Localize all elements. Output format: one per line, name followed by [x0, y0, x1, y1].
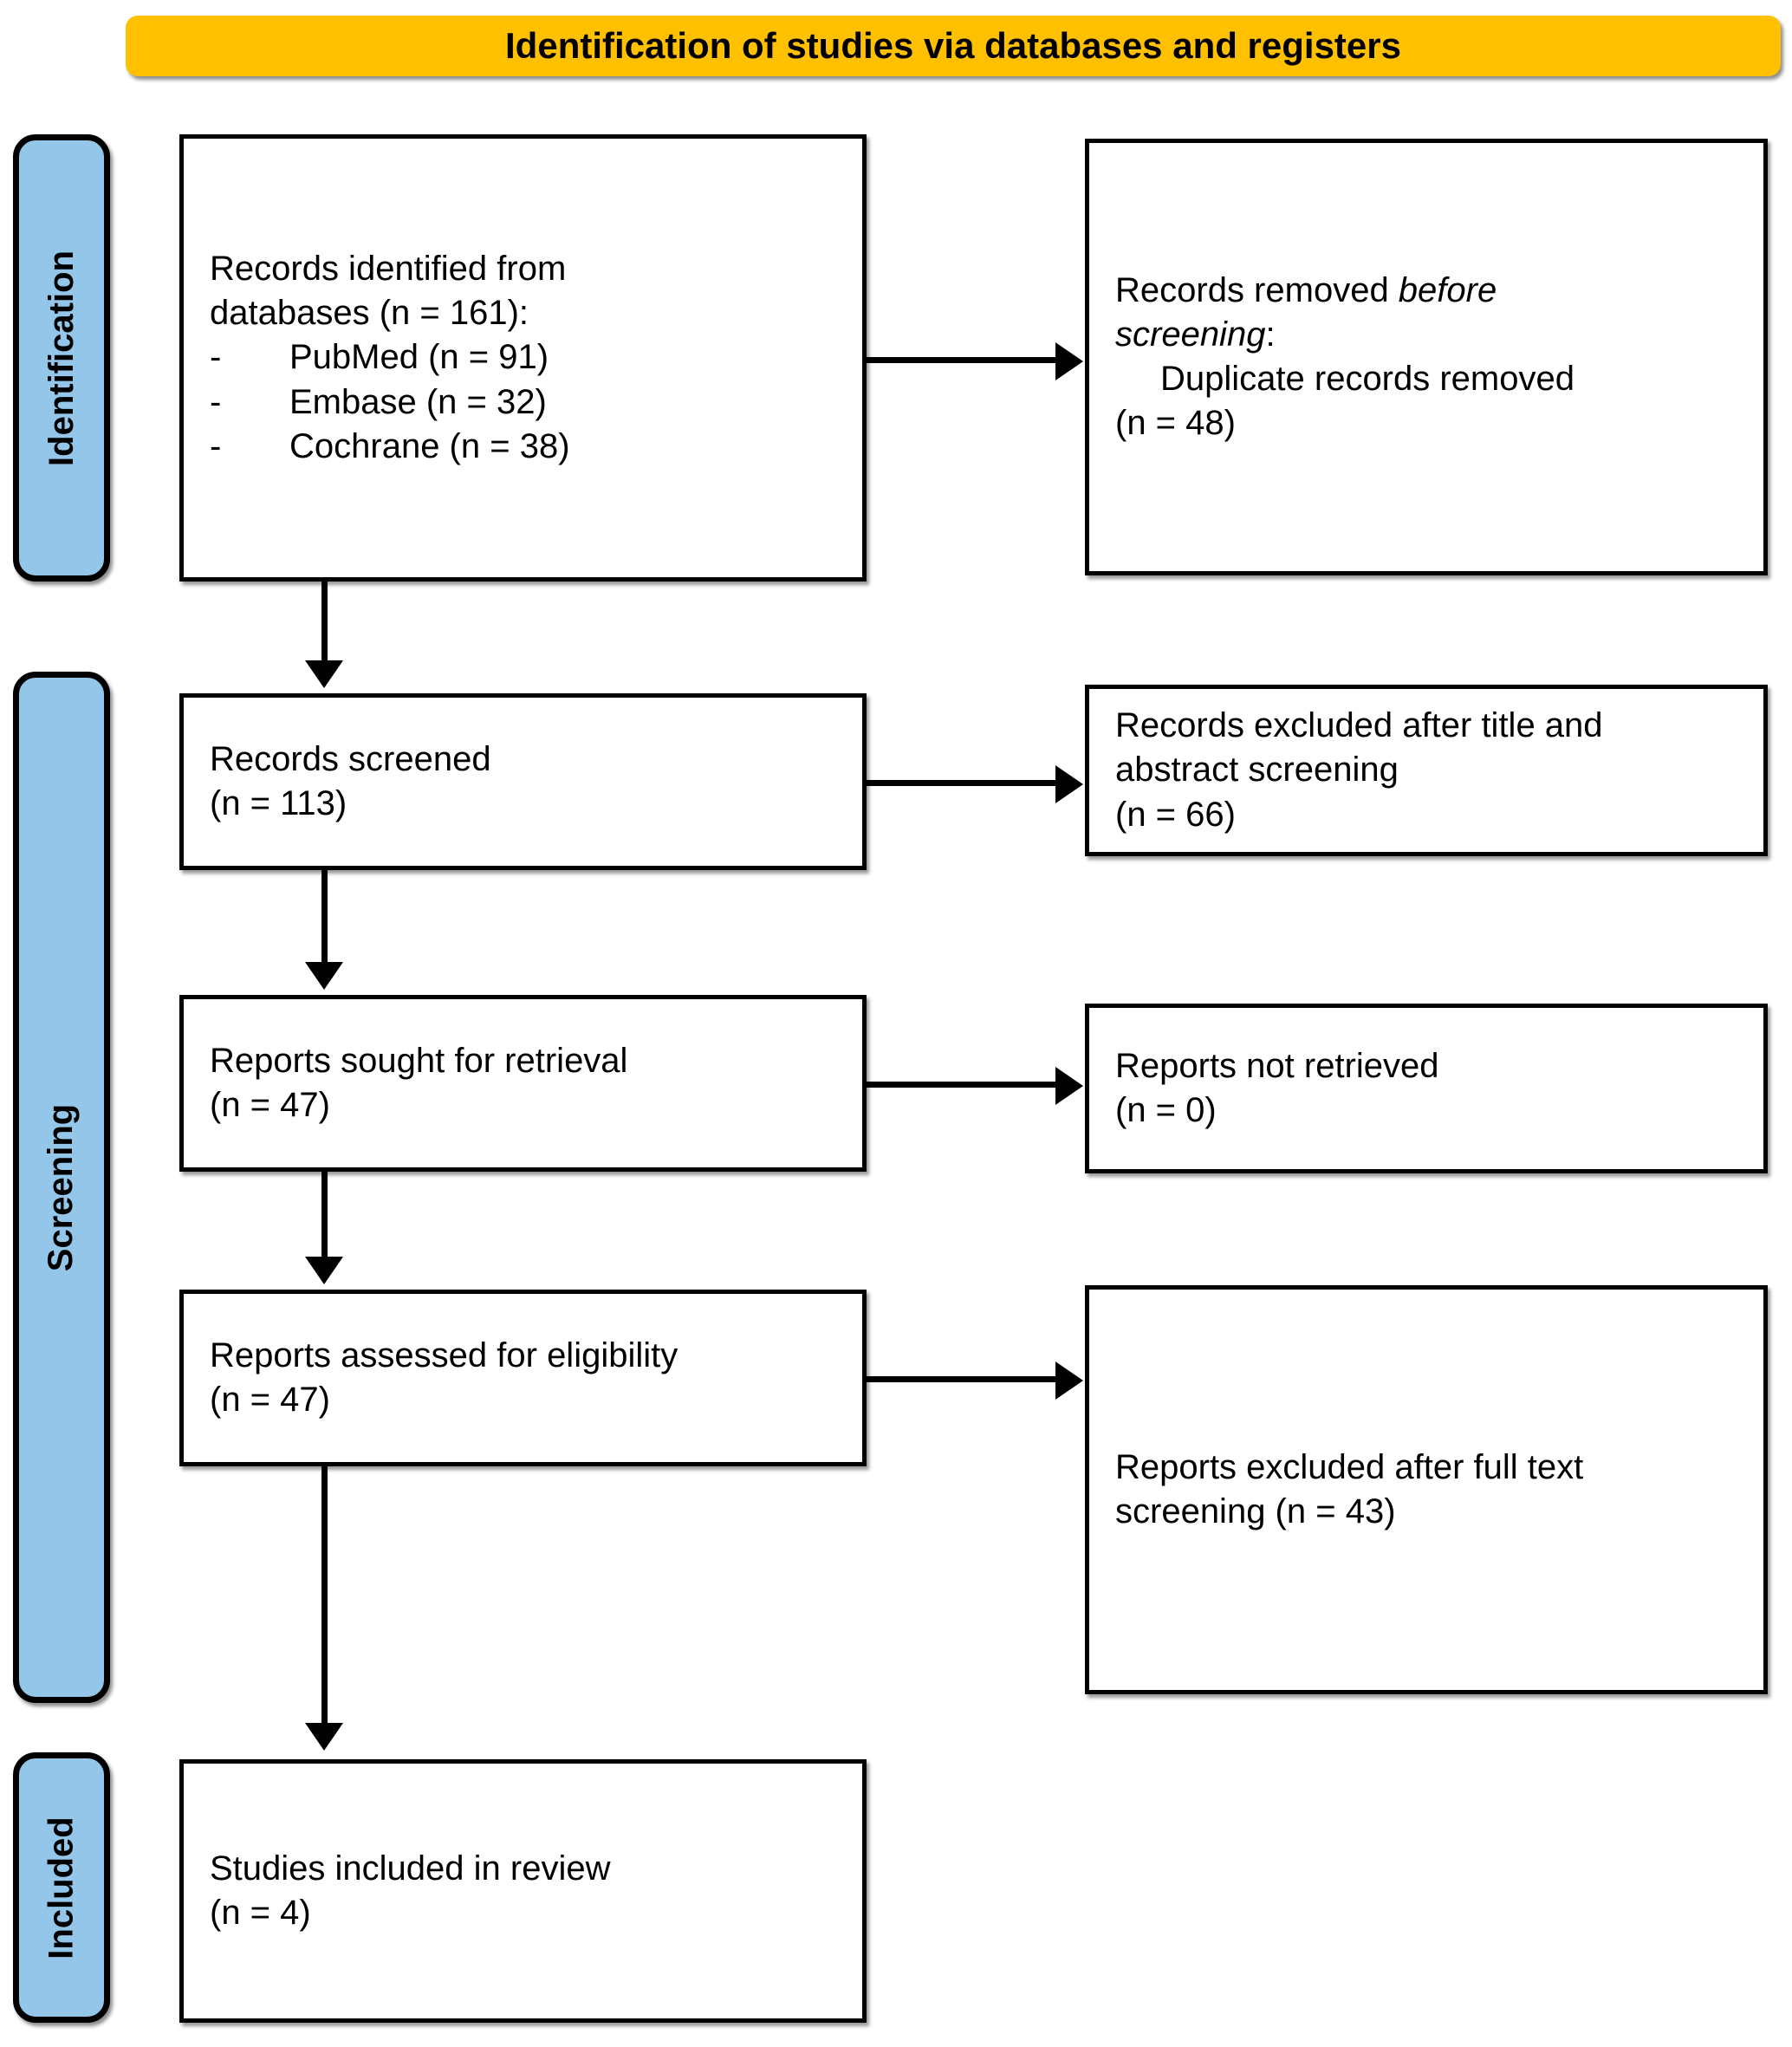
records-removed-line1: Records removed before: [1115, 269, 1737, 313]
records-removed-line3: Duplicate records removed: [1160, 360, 1574, 398]
arrow-down-icon: [305, 1723, 343, 1751]
bullet-dash-icon: -: [210, 382, 222, 421]
reports-assessed-count: (n = 47): [210, 1381, 330, 1419]
box-reports-not-retrieved: Reports not retrieved (n = 0): [1085, 1004, 1768, 1173]
records-removed-count: (n = 48): [1115, 404, 1236, 443]
box-reports-assessed-for-eligibility: Reports assessed for eligibility (n = 47…: [179, 1290, 867, 1466]
connector-assessed-to-excluded-ft: [867, 1376, 1059, 1382]
box-studies-included-in-review: Studies included in review (n = 4): [179, 1759, 867, 2023]
connector-screened-to-sought: [321, 870, 328, 967]
box-records-removed-before-screening: Records removed before screening: Duplic…: [1085, 139, 1768, 575]
records-identified-line1: Records identified from: [210, 250, 567, 289]
stage-band-identification: Identification: [13, 134, 110, 582]
box-records-identified: Records identified from databases (n = 1…: [179, 134, 867, 582]
arrow-right-icon: [1055, 342, 1083, 380]
excluded-ta-line1: Records excluded after title and: [1115, 706, 1603, 745]
source-item-embase: - Embase (n = 32): [210, 380, 836, 425]
stage-band-screening: Screening: [13, 672, 110, 1703]
reports-assessed-label: Reports assessed for eligibility: [210, 1335, 678, 1374]
arrow-down-icon: [305, 660, 343, 688]
records-removed-line1-text: Records removed: [1115, 270, 1399, 309]
records-removed-line1-italic: before: [1398, 270, 1497, 309]
source-label-embase: Embase (n = 32): [289, 382, 547, 421]
records-removed-line2: screening:: [1115, 313, 1737, 357]
stage-band-included: Included: [13, 1752, 110, 2023]
stage-label-screening: Screening: [42, 1103, 81, 1271]
connector-identified-to-removed: [867, 357, 1059, 363]
box-records-excluded-title-abstract: Records excluded after title and abstrac…: [1085, 685, 1768, 856]
arrow-right-icon: [1055, 765, 1083, 803]
arrow-right-icon: [1055, 1361, 1083, 1400]
excluded-ta-line2: abstract screening: [1115, 751, 1399, 790]
bullet-dash-icon: -: [210, 338, 222, 377]
source-item-pubmed: - PubMed (n = 91): [210, 335, 836, 380]
box-reports-sought-for-retrieval: Reports sought for retrieval (n = 47): [179, 995, 867, 1172]
diagram-header-banner: Identification of studies via databases …: [126, 16, 1781, 76]
source-label-cochrane: Cochrane (n = 38): [289, 426, 570, 465]
excluded-ft-line1: Reports excluded after full text: [1115, 1447, 1584, 1486]
connector-sought-to-not-retrieved: [867, 1082, 1059, 1088]
studies-included-count: (n = 4): [210, 1894, 311, 1932]
stage-label-identification: Identification: [42, 250, 81, 466]
excluded-ft-line2: screening (n = 43): [1115, 1492, 1396, 1530]
arrow-down-icon: [305, 962, 343, 990]
box-reports-excluded-full-text: Reports excluded after full text screeni…: [1085, 1285, 1768, 1694]
records-screened-count: (n = 113): [210, 784, 347, 822]
connector-screened-to-excluded-ta: [867, 780, 1059, 786]
records-removed-line2-italic: screening: [1115, 315, 1266, 354]
records-identified-line2: databases (n = 161):: [210, 294, 529, 333]
box-records-screened: Records screened (n = 113): [179, 693, 867, 870]
reports-not-retrieved-count: (n = 0): [1115, 1091, 1217, 1129]
stage-label-included: Included: [42, 1816, 81, 1959]
reports-sought-count: (n = 47): [210, 1086, 330, 1124]
bullet-dash-icon: -: [210, 426, 222, 465]
source-item-cochrane: - Cochrane (n = 38): [210, 425, 836, 469]
connector-identified-to-screened: [321, 582, 328, 666]
studies-included-label: Studies included in review: [210, 1849, 611, 1888]
arrow-down-icon: [305, 1257, 343, 1284]
excluded-ta-count: (n = 66): [1115, 795, 1236, 834]
reports-sought-label: Reports sought for retrieval: [210, 1041, 628, 1080]
reports-not-retrieved-label: Reports not retrieved: [1115, 1046, 1439, 1085]
records-removed-line2-colon: :: [1265, 315, 1276, 354]
records-screened-label: Records screened: [210, 739, 491, 778]
source-label-pubmed: PubMed (n = 91): [289, 338, 549, 377]
connector-sought-to-assessed: [321, 1172, 328, 1262]
arrow-right-icon: [1055, 1067, 1083, 1105]
connector-assessed-to-included: [321, 1466, 328, 1726]
page-title: Identification of studies via databases …: [505, 25, 1401, 66]
